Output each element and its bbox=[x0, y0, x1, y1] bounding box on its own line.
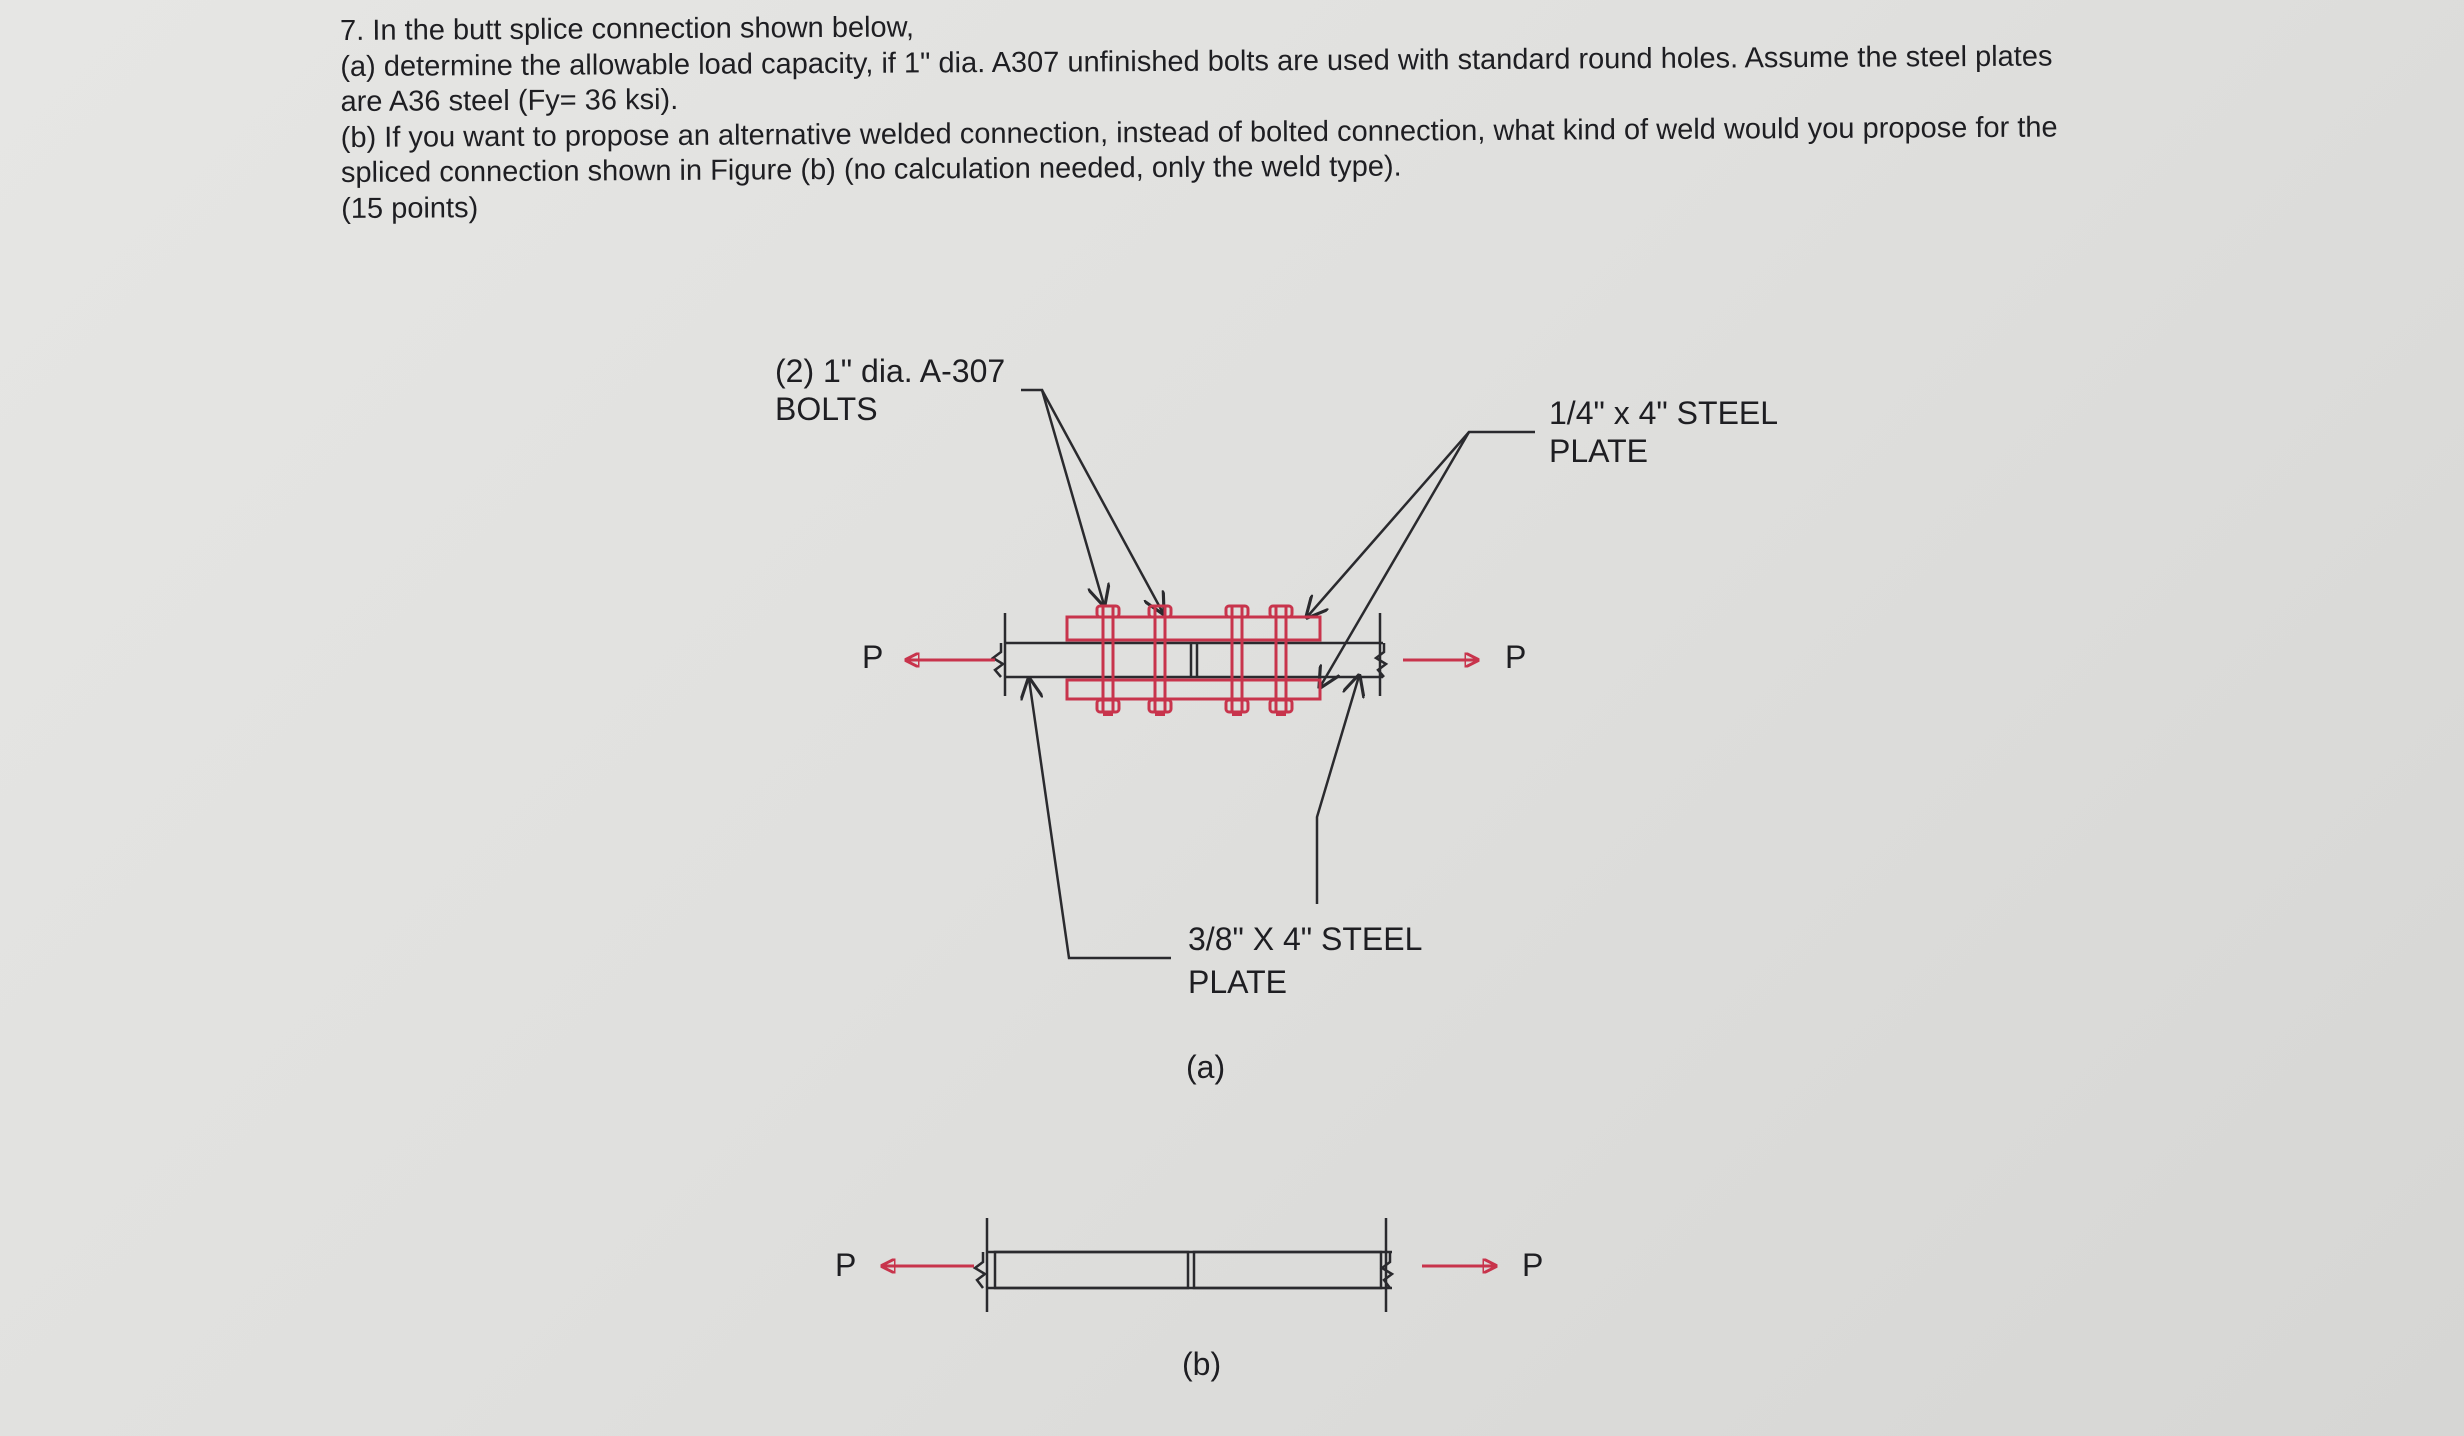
load-label-left: P bbox=[835, 1247, 856, 1283]
load-label-left: P bbox=[862, 639, 883, 675]
splice-plate-label: PLATE bbox=[1549, 433, 1648, 469]
figure-caption: (b) bbox=[1182, 1346, 1221, 1382]
figure-caption: (a) bbox=[1186, 1049, 1225, 1085]
load-label-right: P bbox=[1522, 1247, 1543, 1283]
leader-lines bbox=[1021, 388, 1535, 960]
right-plate bbox=[1192, 1250, 1383, 1290]
bolt bbox=[1224, 604, 1250, 716]
bolt bbox=[1268, 604, 1294, 716]
bolts-label: BOLTS bbox=[775, 391, 878, 427]
figure-a-bolted-splice: (2) 1" dia. A-307 BOLTS 1/4" x 4" STEEL … bbox=[775, 353, 1778, 1085]
main-plate-label: PLATE bbox=[1188, 964, 1287, 1000]
main-plate-label: 3/8" X 4" STEEL bbox=[1188, 921, 1422, 957]
main-plates bbox=[990, 613, 1389, 696]
left-plate bbox=[993, 1250, 1190, 1290]
load-label-right: P bbox=[1505, 639, 1526, 675]
figure-b-butt-joint: P P (b) bbox=[835, 1218, 1543, 1382]
splice-plates bbox=[1065, 615, 1322, 701]
splice-plate-label: 1/4" x 4" STEEL bbox=[1549, 395, 1778, 431]
bolt bbox=[1147, 604, 1173, 716]
bolt bbox=[1095, 604, 1121, 716]
bolts-label: (2) 1" dia. A-307 bbox=[775, 353, 1005, 389]
bolts bbox=[1095, 604, 1294, 716]
